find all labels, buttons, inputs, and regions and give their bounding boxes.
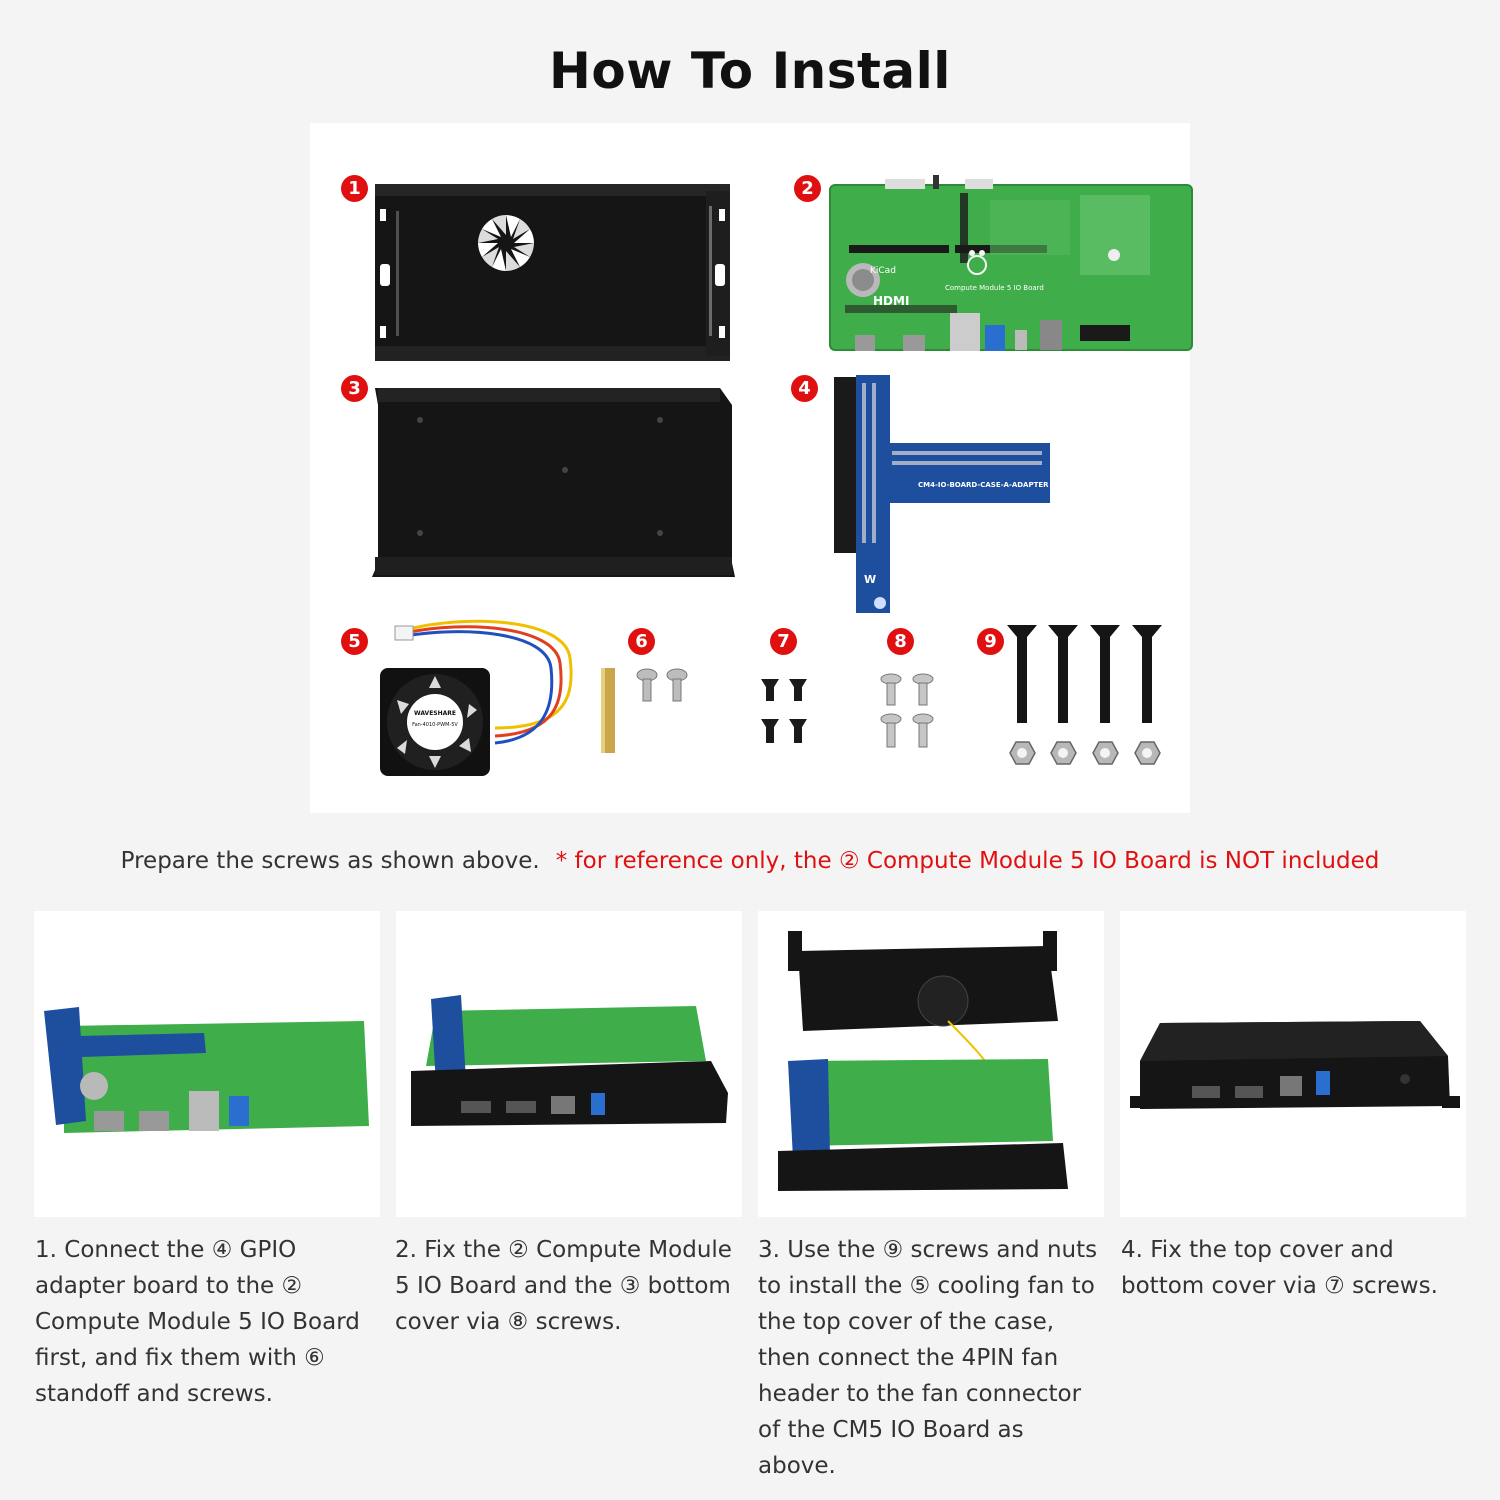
part-badge-5: 5	[341, 628, 368, 655]
part-badge-6: 6	[628, 628, 655, 655]
part-badge-7: 7	[770, 628, 797, 655]
part-badge-3: 3	[341, 375, 368, 402]
part-badge-4: 4	[791, 375, 818, 402]
part-badge-2: 2	[794, 175, 821, 202]
step-3-text: 3. Use the ⑨ screws and nuts to install …	[758, 1237, 1098, 1479]
step-2-photo	[396, 911, 742, 1217]
fan-vent-icon	[476, 213, 536, 273]
parts-panel: 1 2	[310, 123, 1193, 813]
bottom-cover-image	[372, 388, 735, 577]
silver-screws-image	[880, 673, 934, 748]
part-badge-9: 9	[977, 628, 1004, 655]
top-cover-image	[375, 184, 730, 361]
cooling-fan-image: WAVESHARE Fan-4010-PWM-5V	[380, 619, 573, 776]
prepare-caption: Prepare the screws as shown above. * for …	[0, 848, 1500, 874]
step-4-photo	[1120, 911, 1466, 1217]
step-3-photo	[758, 911, 1104, 1217]
step-1-photo	[34, 911, 380, 1217]
svg-text:W: W	[864, 573, 876, 586]
long-screws-nuts-image	[1007, 625, 1162, 765]
prepare-text: Prepare the screws as shown above.	[120, 848, 540, 874]
svg-text:Fan-4010-PWM-5V: Fan-4010-PWM-5V	[412, 722, 458, 728]
page-title: How To Install	[549, 42, 951, 100]
step-1-text: 1. Connect the ④ GPIO adapter board to t…	[35, 1237, 360, 1407]
step-4-text: 4. Fix the top cover and bottom cover vi…	[1121, 1237, 1438, 1299]
part-badge-8: 8	[887, 628, 914, 655]
svg-text:Compute Module 5 IO Board: Compute Module 5 IO Board	[945, 284, 1044, 292]
part-badge-1: 1	[341, 175, 368, 202]
step-2-text: 2. Fix the ② Compute Module 5 IO Board a…	[395, 1237, 732, 1335]
gpio-adapter-image: CM4-IO-BOARD-CASE-A-ADAPTER W	[834, 375, 1050, 613]
standoff-screws-image	[601, 668, 688, 753]
reference-note: * for reference only, the ② Compute Modu…	[555, 848, 1380, 874]
black-screws-image	[761, 679, 807, 743]
svg-text:HDMI: HDMI	[873, 294, 909, 308]
svg-text:KiCad: KiCad	[870, 266, 896, 276]
svg-text:WAVESHARE: WAVESHARE	[414, 710, 456, 717]
svg-text:CM4-IO-BOARD-CASE-A-ADAPTER: CM4-IO-BOARD-CASE-A-ADAPTER	[918, 481, 1049, 489]
io-board-image: KiCad HDMI Compute Module 5 IO Board	[829, 175, 1193, 351]
